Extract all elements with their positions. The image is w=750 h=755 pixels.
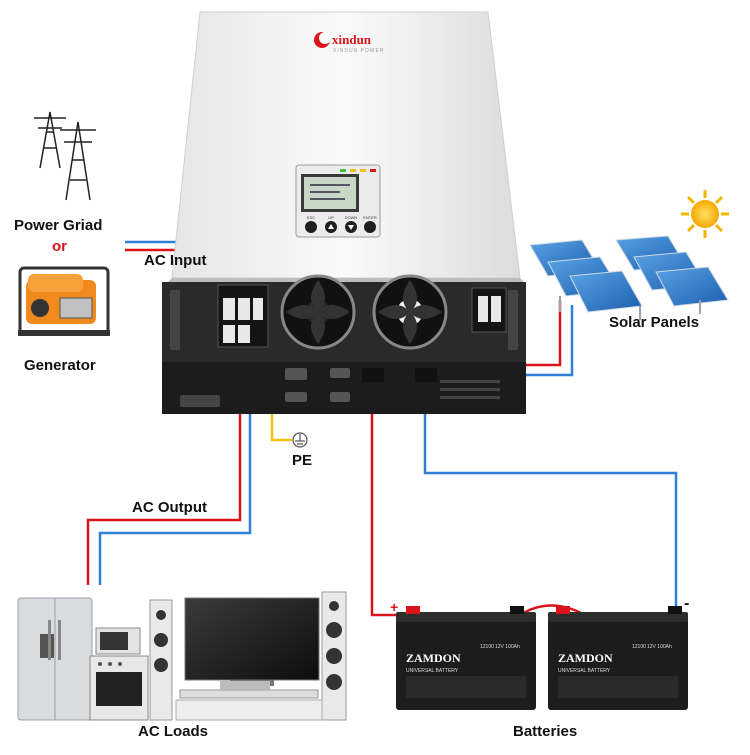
enter-button-label: ENTER bbox=[363, 215, 377, 220]
esc-button bbox=[305, 221, 317, 233]
battery-blue-wire bbox=[423, 375, 678, 610]
solar-panels-label: Solar Panels bbox=[609, 314, 700, 331]
brand-logo: xindun XINDUN POWER bbox=[314, 32, 384, 54]
battery-1-subtitle: UNIVERSAL BATTERY bbox=[406, 668, 459, 674]
battery-2-model: 12100 bbox=[632, 644, 646, 650]
battery-2-brand: ZAMDON bbox=[558, 651, 613, 665]
television-icon bbox=[179, 597, 320, 699]
ac-terminal-block bbox=[217, 284, 269, 348]
battery-1-model: 12100 bbox=[480, 644, 494, 650]
ac-output-red-wire bbox=[86, 352, 242, 585]
inverter: xindun XINDUN POWER ESC UP DOWN ENTER bbox=[162, 11, 526, 414]
battery-1-spec: 12V 100Ah bbox=[495, 644, 520, 650]
enter-button bbox=[364, 221, 376, 233]
ac-loads-appliances bbox=[17, 591, 347, 721]
tv-stand bbox=[175, 699, 323, 721]
lcd-buttons: ESC UP DOWN ENTER bbox=[305, 215, 377, 233]
power-grid-label: Power Griad bbox=[14, 217, 103, 234]
up-button-label: UP bbox=[328, 215, 334, 220]
ac-input-label: AC Input bbox=[144, 252, 207, 269]
speaker-right-icon bbox=[321, 591, 347, 721]
battery-2-subtitle: UNIVERSAL BATTERY bbox=[558, 668, 611, 674]
sun-icon bbox=[681, 190, 729, 238]
ground-icon bbox=[292, 432, 308, 448]
pe-label: PE bbox=[292, 452, 313, 469]
batteries-label: Batteries bbox=[513, 723, 578, 740]
generator-icon bbox=[18, 266, 110, 336]
lcd-panel: ESC UP DOWN ENTER bbox=[295, 164, 381, 238]
cooling-fan-left bbox=[280, 274, 356, 350]
cooling-fan-right bbox=[372, 274, 448, 350]
or-label: or bbox=[52, 238, 67, 255]
battery-red-wire bbox=[370, 375, 400, 617]
microwave-icon bbox=[95, 627, 141, 655]
down-button-label: DOWN bbox=[345, 215, 358, 220]
battery-2-spec: 12V 100Ah bbox=[647, 644, 672, 650]
solar-panels-icon bbox=[529, 235, 729, 320]
battery-link-wire bbox=[519, 604, 586, 617]
ac-output-label: AC Output bbox=[132, 499, 207, 516]
battery-1: ZAMDON UNIVERSAL BATTERY 12100 12V 100Ah bbox=[396, 606, 536, 710]
brand-tagline: XINDUN POWER bbox=[333, 48, 384, 54]
pv-terminal-block bbox=[471, 287, 507, 333]
brand-name: xindun bbox=[332, 32, 372, 47]
esc-button-label: ESC bbox=[307, 215, 315, 220]
comm-ports bbox=[285, 368, 437, 402]
speaker-left-icon bbox=[149, 599, 173, 721]
generator-label: Generator bbox=[24, 357, 96, 374]
battery-2: ZAMDON UNIVERSAL BATTERY 12100 12V 100Ah bbox=[548, 606, 688, 710]
ac-output-blue-wire bbox=[98, 352, 252, 585]
power-tower-icon bbox=[34, 111, 96, 201]
inverter-base bbox=[162, 274, 526, 414]
battery-1-brand: ZAMDON bbox=[406, 651, 461, 665]
battery-negative-terminal: - bbox=[684, 595, 689, 612]
refrigerator-icon bbox=[17, 597, 93, 721]
ac-loads-label: AC Loads bbox=[138, 723, 209, 740]
battery-positive-terminal: + bbox=[390, 599, 398, 615]
oven-icon bbox=[89, 655, 149, 721]
